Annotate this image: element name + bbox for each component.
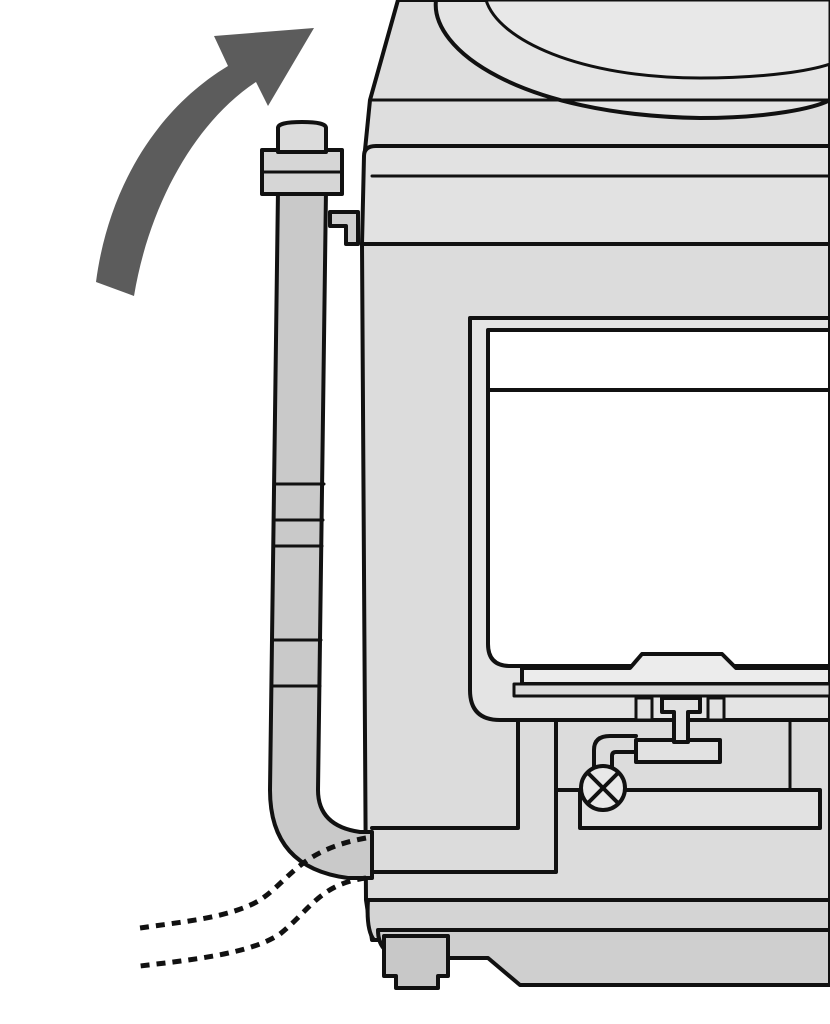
hose-clip [328, 210, 360, 246]
previous-hose-position-upper [139, 835, 367, 931]
valve-riser [592, 734, 638, 774]
hose-body [268, 188, 374, 880]
washing-machine [328, 0, 830, 990]
pump-right-post [706, 696, 726, 722]
pump-bracket [634, 738, 722, 764]
lid-rim-inner [484, 0, 830, 80]
internal-drain-pipe-lower [370, 718, 558, 874]
valve-icon [579, 764, 627, 812]
curved-arrow-icon [96, 28, 314, 296]
hose-cap-top [276, 120, 328, 154]
filter-tray-lip [512, 682, 830, 698]
internal-drain-pipe [370, 718, 520, 830]
machine-foot [382, 934, 450, 990]
front-window [486, 328, 830, 668]
pump-housing [578, 788, 822, 830]
pump-stem [660, 696, 702, 744]
top-band [360, 144, 830, 246]
pump-left-post [634, 696, 654, 722]
previous-hose-position-lower [139, 875, 367, 969]
valve-riser-right [610, 750, 638, 772]
